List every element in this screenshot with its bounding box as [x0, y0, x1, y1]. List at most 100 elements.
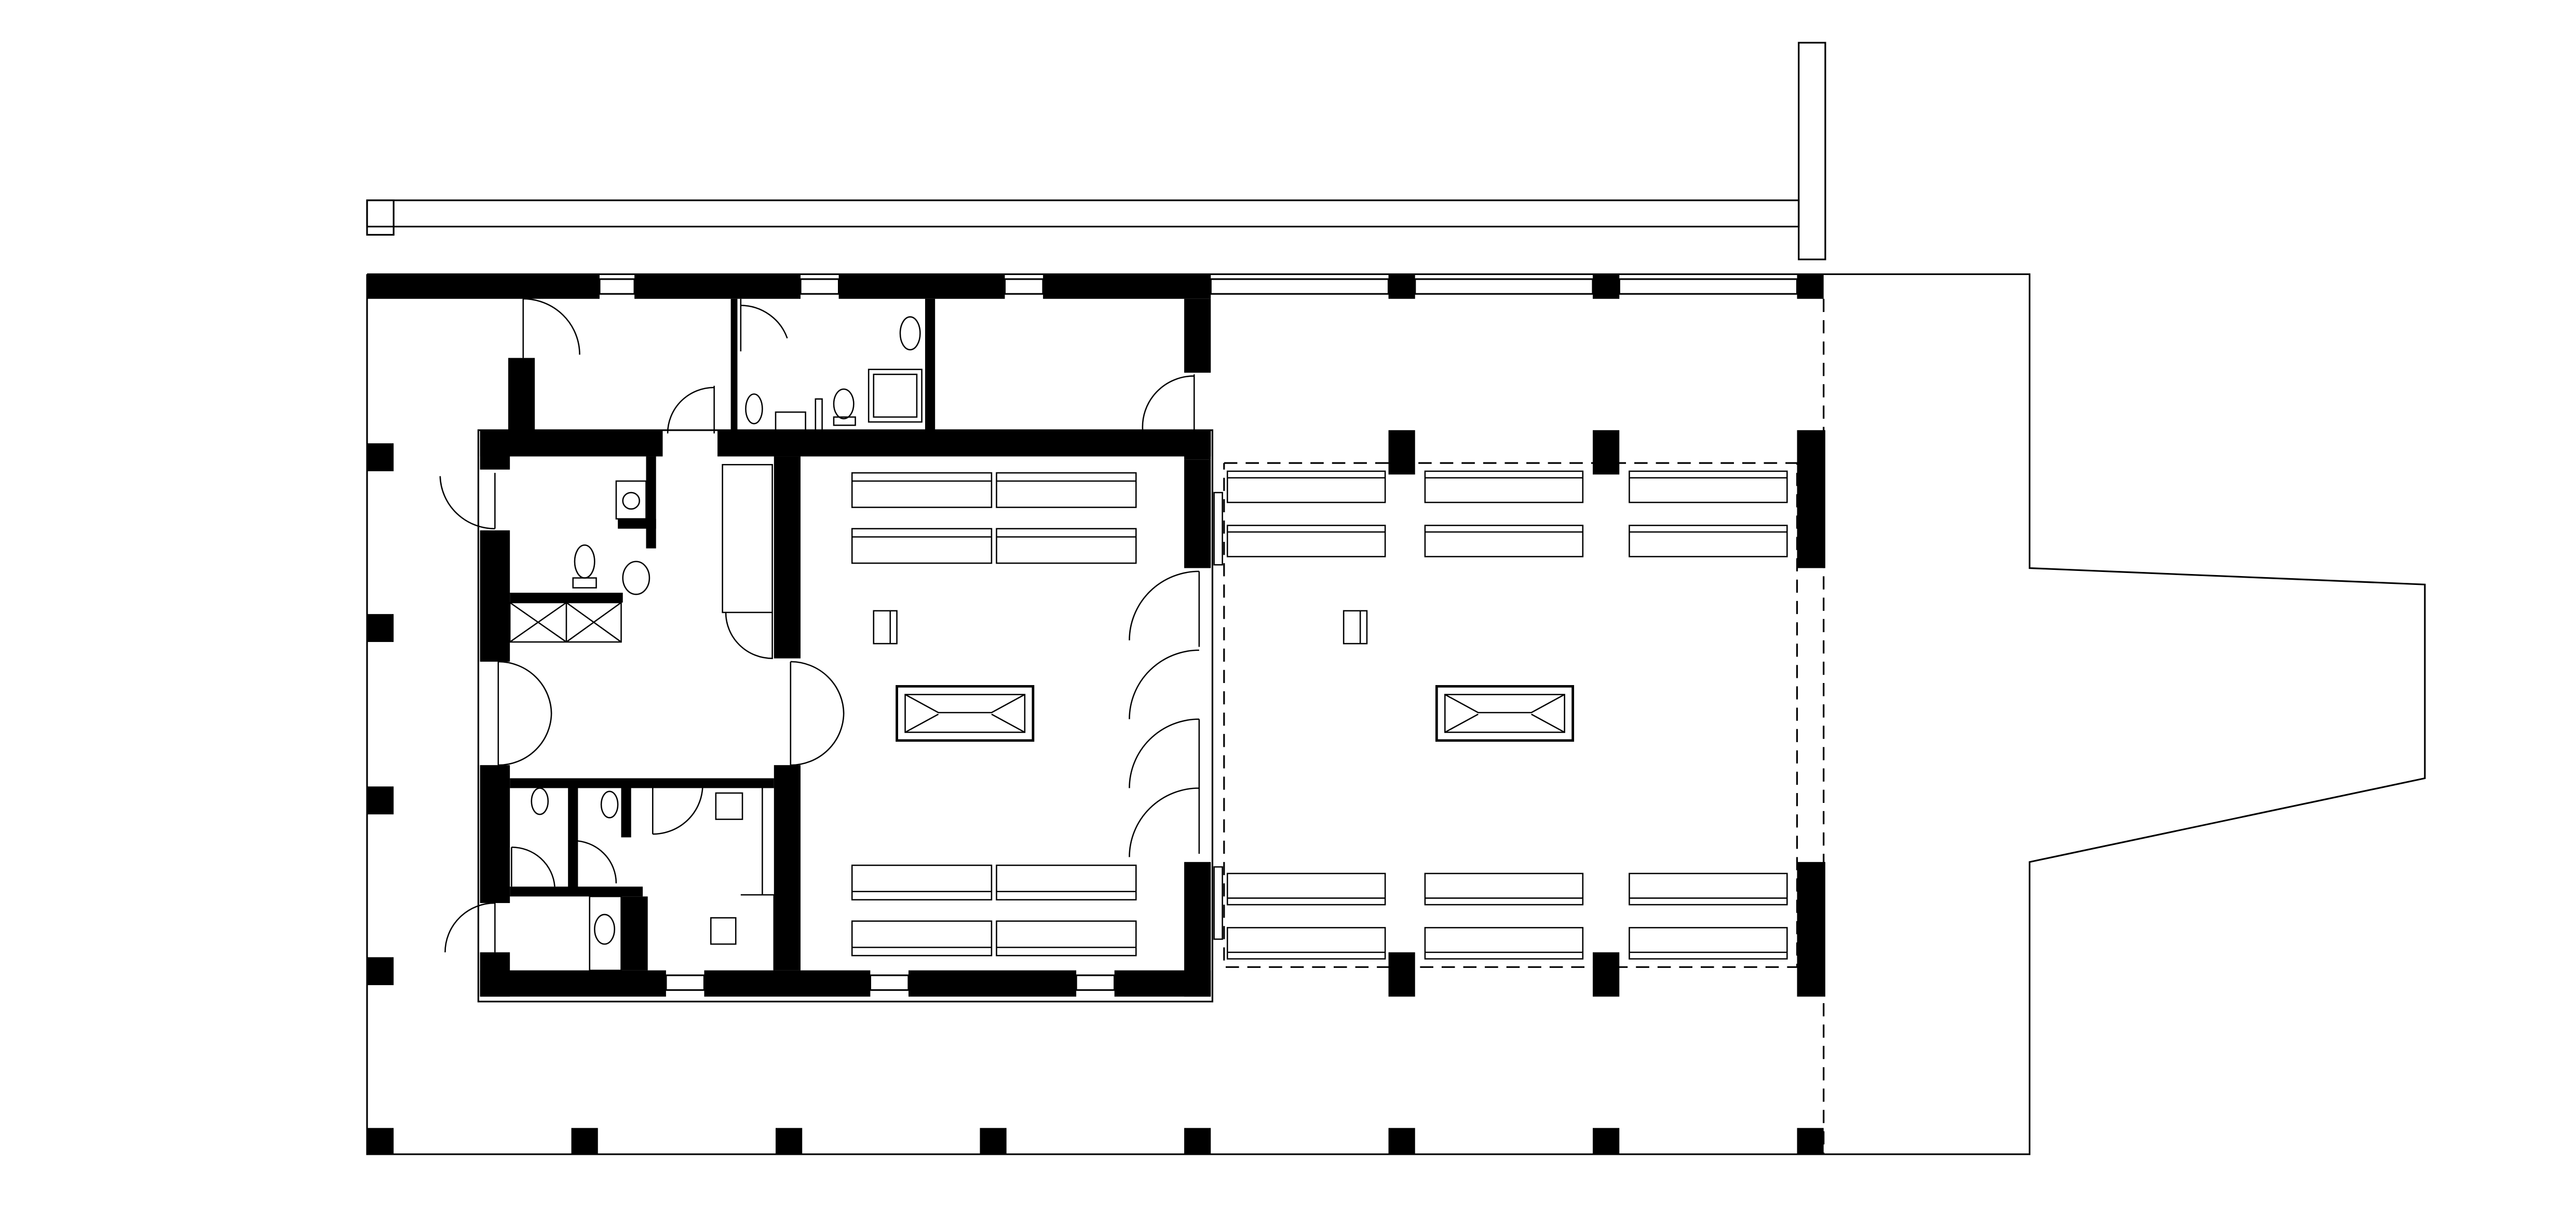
walls-layer	[367, 274, 1825, 1154]
door	[511, 847, 555, 887]
sink	[615, 480, 647, 520]
wall	[774, 456, 801, 659]
bench	[1424, 470, 1584, 503]
counter-door	[725, 612, 773, 659]
bench	[851, 472, 993, 508]
toilet	[574, 544, 595, 579]
column	[1593, 430, 1620, 475]
storage-unit-cross	[509, 602, 622, 643]
pergola-post	[1798, 42, 1826, 261]
double-door	[497, 661, 552, 766]
shower-tray-inner	[873, 374, 918, 418]
wall	[1593, 274, 1620, 299]
bench	[996, 864, 1137, 900]
wall	[621, 788, 631, 838]
column	[1797, 1128, 1824, 1154]
door	[444, 902, 496, 952]
toilet	[531, 787, 549, 815]
toilet	[899, 316, 921, 351]
door	[522, 298, 580, 358]
bench	[1226, 470, 1386, 503]
shower-tray	[867, 368, 923, 423]
storage-unit	[509, 602, 622, 643]
bench	[851, 528, 993, 564]
wall	[508, 358, 535, 434]
wall	[568, 788, 578, 890]
toilet-tank	[833, 416, 856, 426]
double-door	[790, 661, 845, 766]
partition	[740, 894, 775, 971]
wall	[1184, 298, 1211, 373]
column	[1388, 952, 1415, 997]
wall	[480, 430, 663, 457]
sink	[775, 411, 806, 431]
wall	[646, 456, 656, 549]
bench	[851, 920, 993, 957]
double-door	[1129, 718, 1200, 857]
bench	[1424, 927, 1584, 960]
catafalque-lid	[1444, 693, 1565, 733]
catafalque-ridge	[904, 694, 1025, 733]
window	[1004, 278, 1044, 295]
counter	[815, 398, 823, 431]
wall	[1114, 970, 1211, 997]
fixtures-layer	[509, 316, 1788, 971]
toilet	[600, 790, 619, 818]
column	[1388, 430, 1415, 475]
column	[1184, 1128, 1211, 1154]
door	[740, 298, 788, 351]
wall	[1388, 274, 1415, 299]
wall	[1184, 459, 1211, 568]
colonnade-outline	[1223, 462, 1798, 968]
cabinet	[710, 917, 737, 945]
wall	[730, 298, 738, 434]
bench	[996, 528, 1137, 564]
column	[1388, 1128, 1415, 1154]
toilet	[833, 388, 855, 419]
window	[665, 974, 706, 991]
wall	[621, 896, 648, 971]
wall	[908, 970, 1077, 997]
column	[367, 1128, 394, 1154]
toilet-tank	[572, 577, 597, 589]
bench	[1424, 525, 1584, 557]
doors-layer	[439, 298, 1223, 952]
wall	[838, 274, 1005, 299]
wall	[1797, 862, 1825, 997]
sink-basin	[622, 492, 640, 510]
bench	[1226, 927, 1386, 960]
lectern	[1343, 610, 1368, 645]
door	[667, 386, 715, 434]
bench	[1629, 872, 1788, 906]
door-jamb	[1213, 492, 1223, 566]
column	[367, 786, 394, 815]
bench	[1629, 470, 1788, 503]
column	[367, 957, 394, 986]
window	[599, 278, 635, 295]
bench	[1226, 525, 1386, 557]
wall	[717, 430, 1211, 457]
sink	[622, 561, 650, 595]
column	[571, 1128, 598, 1154]
door	[572, 840, 617, 887]
window	[869, 974, 910, 991]
service-counter	[722, 464, 773, 613]
wall	[925, 298, 936, 434]
sink-counter	[589, 896, 622, 971]
door	[439, 473, 496, 529]
wall	[510, 593, 623, 603]
column	[1593, 1128, 1620, 1154]
window	[1210, 278, 1390, 295]
bench	[996, 920, 1137, 957]
catafalque	[1435, 685, 1575, 742]
pergola-beam	[366, 199, 1800, 228]
lectern	[873, 610, 898, 645]
sink	[594, 913, 615, 945]
bench	[1424, 872, 1584, 906]
catafalque-ridge	[1444, 694, 1565, 733]
wall	[1797, 430, 1825, 568]
column	[1593, 952, 1620, 997]
window	[1414, 278, 1594, 295]
building-edge	[477, 429, 1214, 1003]
